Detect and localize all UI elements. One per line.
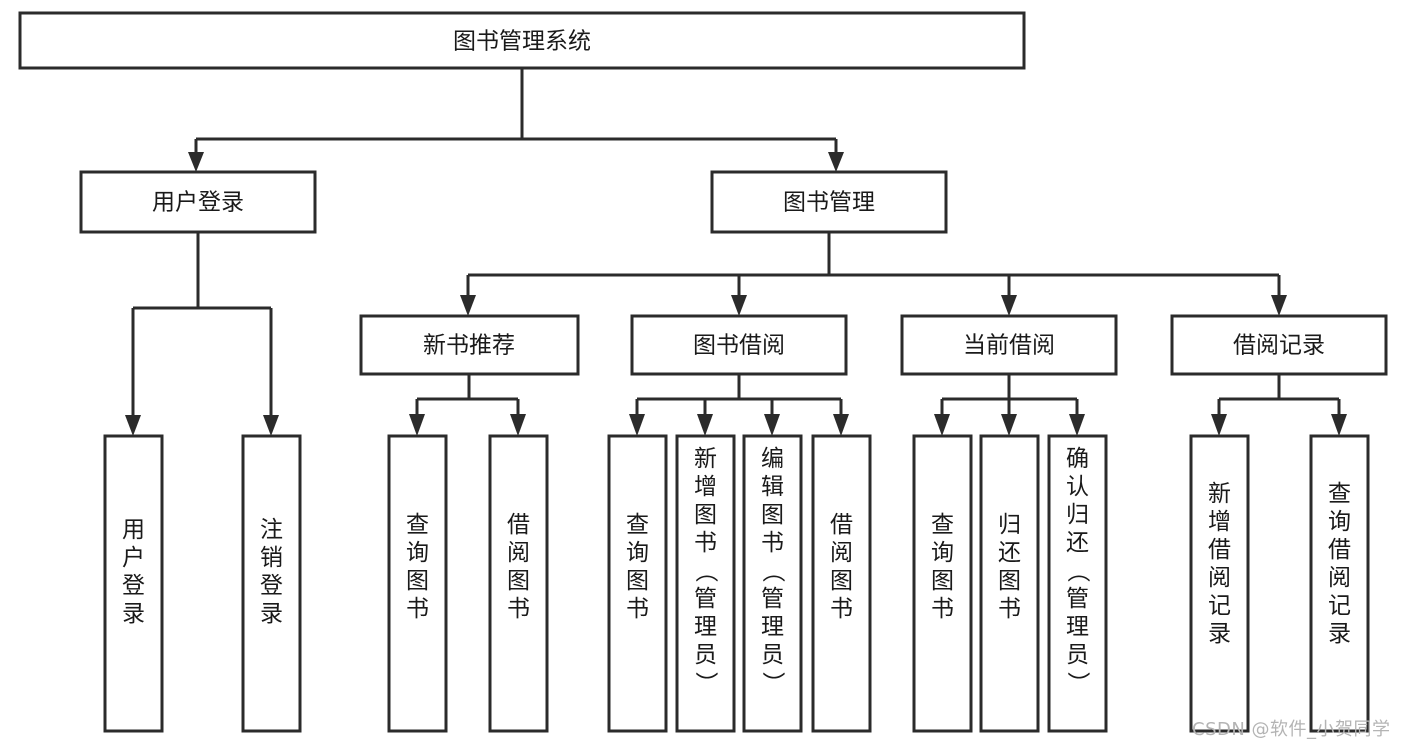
node-borrow-record-box[interactable] — [1170, 314, 1388, 376]
connector-bookmgmt-to-level3 — [460, 232, 1287, 316]
arrow-head-icon — [1069, 414, 1085, 436]
arrow-head-icon — [460, 295, 476, 316]
leaf-box-edit-book-admin[interactable] — [742, 434, 803, 733]
leaf-box-add-borrow-record[interactable] — [1189, 434, 1250, 733]
leaf-box-borrow-book-2[interactable] — [811, 434, 872, 733]
node-current-borrow[interactable]: 当前借阅 — [900, 314, 1118, 376]
arrow-head-icon — [1001, 295, 1017, 316]
node-book-management-box[interactable] — [710, 170, 948, 234]
arrow-head-icon — [697, 414, 713, 436]
node-current-borrow-label: 当前借阅 — [963, 333, 1055, 359]
node-current-borrow-box[interactable] — [900, 314, 1118, 376]
node-book-management[interactable]: 图书管理 — [710, 170, 948, 234]
node-book-borrow[interactable]: 图书借阅 — [630, 314, 848, 376]
leaf-box-return-book[interactable] — [979, 434, 1040, 733]
leaf-box-add-book-admin[interactable] — [675, 434, 736, 733]
leaf-box-query-borrow-record[interactable] — [1309, 434, 1370, 733]
leaf-box-query-book-1[interactable] — [387, 434, 448, 733]
arrow-head-icon — [263, 415, 279, 436]
node-root-label: 图书管理系统 — [453, 29, 591, 55]
arrow-head-icon — [828, 152, 844, 172]
node-user-login-box[interactable] — [79, 170, 317, 234]
arrow-head-icon — [1001, 414, 1017, 436]
node-new-book-recommend[interactable]: 新书推荐 — [359, 314, 580, 376]
node-borrow-record[interactable]: 借阅记录 — [1170, 314, 1388, 376]
node-new-book-recommend-label: 新书推荐 — [423, 333, 515, 359]
arrow-head-icon — [1331, 414, 1347, 436]
node-root[interactable]: 图书管理系统 — [18, 11, 1026, 70]
arrow-head-icon — [1211, 414, 1227, 436]
node-book-management-label: 图书管理 — [783, 190, 875, 216]
leaf-box-confirm-return-admin[interactable] — [1047, 434, 1108, 733]
arrow-head-icon — [1271, 295, 1287, 316]
connector-currentborrow-to-leaves — [934, 374, 1085, 436]
node-root-box[interactable] — [18, 11, 1026, 70]
node-new-book-recommend-box[interactable] — [359, 314, 580, 376]
leaf-box-query-book-2[interactable] — [607, 434, 668, 733]
arrow-head-icon — [731, 295, 747, 316]
connector-borrowbook-to-leaves — [629, 374, 849, 436]
csdn-watermark: CSDN @软件_小贺同学 — [1192, 719, 1391, 740]
arrow-head-icon — [833, 414, 849, 436]
node-book-borrow-label: 图书借阅 — [693, 333, 785, 359]
arrow-head-icon — [934, 414, 950, 436]
arrow-head-icon — [125, 415, 141, 436]
connector-userlogin-to-leaves — [125, 232, 279, 436]
node-user-login[interactable]: 用户登录 — [79, 170, 317, 234]
leaf-box-user-login[interactable] — [103, 434, 164, 733]
arrow-head-icon — [409, 414, 425, 436]
node-borrow-record-label: 借阅记录 — [1233, 333, 1325, 359]
connector-root-to-level2 — [188, 68, 844, 172]
arrow-head-icon — [510, 414, 526, 436]
leaf-box-query-book-3[interactable] — [912, 434, 973, 733]
node-user-login-label: 用户登录 — [152, 190, 244, 216]
connector-newbook-to-leaves — [409, 374, 526, 436]
leaf-box-borrow-book-1[interactable] — [488, 434, 549, 733]
leaf-box-logout[interactable] — [241, 434, 302, 733]
arrow-head-icon — [188, 152, 204, 172]
arrow-head-icon — [764, 414, 780, 436]
node-book-borrow-box[interactable] — [630, 314, 848, 376]
connector-borrowrecord-to-leaves — [1211, 374, 1347, 436]
arrow-head-icon — [629, 414, 645, 436]
